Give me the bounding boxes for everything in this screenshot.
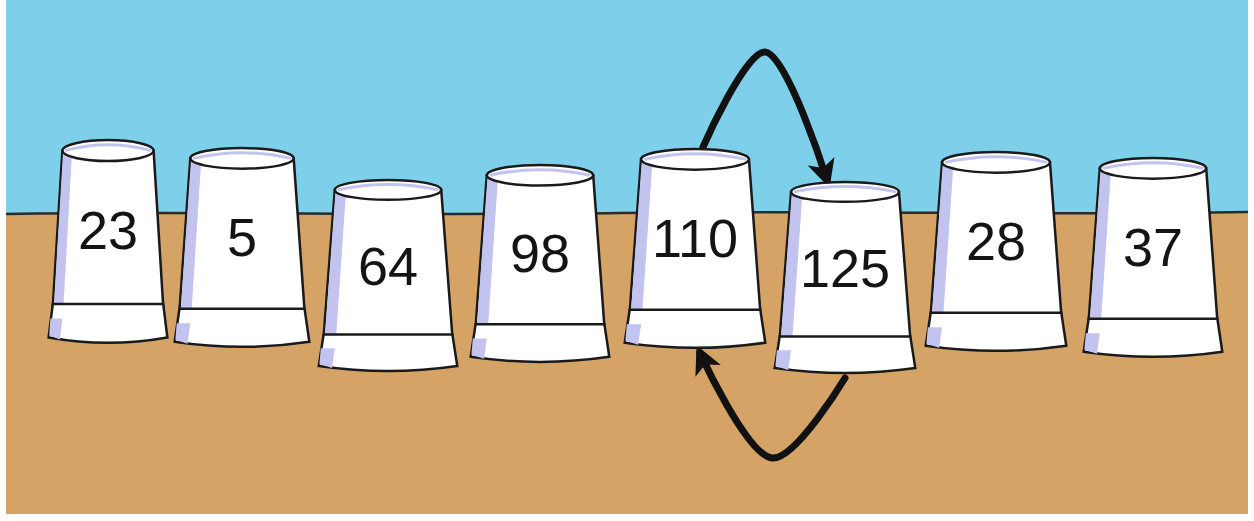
cup-opening — [62, 140, 153, 161]
cup-shading — [477, 177, 498, 324]
cup-shading — [631, 161, 652, 309]
cup-rim — [775, 336, 916, 373]
cup-rim — [471, 324, 610, 362]
opening-shading — [945, 157, 1047, 163]
cup-node: 64 — [318, 178, 458, 376]
cup-rim — [1084, 319, 1223, 357]
opening-shading — [794, 186, 896, 191]
rim-shading — [175, 323, 190, 344]
cup-number: 37 — [1083, 218, 1223, 277]
rim-shading — [471, 338, 486, 358]
cup-rim — [175, 309, 310, 347]
cup-number: 110 — [624, 209, 766, 268]
opening-shading — [644, 154, 746, 160]
cup-number: 125 — [774, 239, 916, 298]
cup-number: 5 — [174, 208, 310, 267]
rim-shading — [775, 350, 791, 370]
opening-shading — [65, 145, 151, 151]
rim-shading — [625, 324, 641, 345]
cup-rim — [49, 304, 168, 343]
opening-shading — [193, 153, 291, 159]
cup-shading — [781, 194, 802, 337]
cup-node: 110 — [624, 147, 766, 353]
cup-opening — [791, 182, 899, 202]
cup-opening — [1100, 158, 1206, 179]
cup-opening — [190, 148, 293, 169]
cup-shading — [325, 192, 346, 335]
opening-shading — [1103, 163, 1204, 169]
cup-node: 125 — [774, 180, 916, 378]
cup-node: 28 — [925, 150, 1067, 356]
cup-rim — [926, 313, 1067, 351]
cup-opening — [335, 180, 441, 200]
cup-shading — [932, 164, 953, 312]
cup-number: 28 — [925, 212, 1067, 271]
cup-rim — [625, 310, 766, 348]
cup-number: 64 — [318, 237, 458, 296]
cup-shading — [181, 160, 201, 308]
opening-shading — [490, 170, 591, 176]
rim-shading — [49, 319, 62, 340]
cup-shading — [1090, 170, 1111, 318]
rim-shading — [1084, 333, 1099, 354]
cup-opening — [641, 149, 749, 170]
cup-number: 23 — [48, 201, 168, 260]
cup-node: 37 — [1083, 156, 1223, 362]
cup-opening — [487, 165, 593, 185]
rim-shading — [926, 327, 942, 348]
rim-shading — [319, 348, 334, 368]
cup-rim — [319, 334, 458, 371]
cup-opening — [942, 152, 1050, 173]
cup-shading — [54, 153, 72, 304]
cup-number: 98 — [470, 224, 610, 283]
cup-node: 5 — [174, 146, 310, 352]
opening-shading — [338, 184, 439, 189]
cup-node: 23 — [48, 138, 168, 348]
cup-node: 98 — [470, 163, 610, 367]
